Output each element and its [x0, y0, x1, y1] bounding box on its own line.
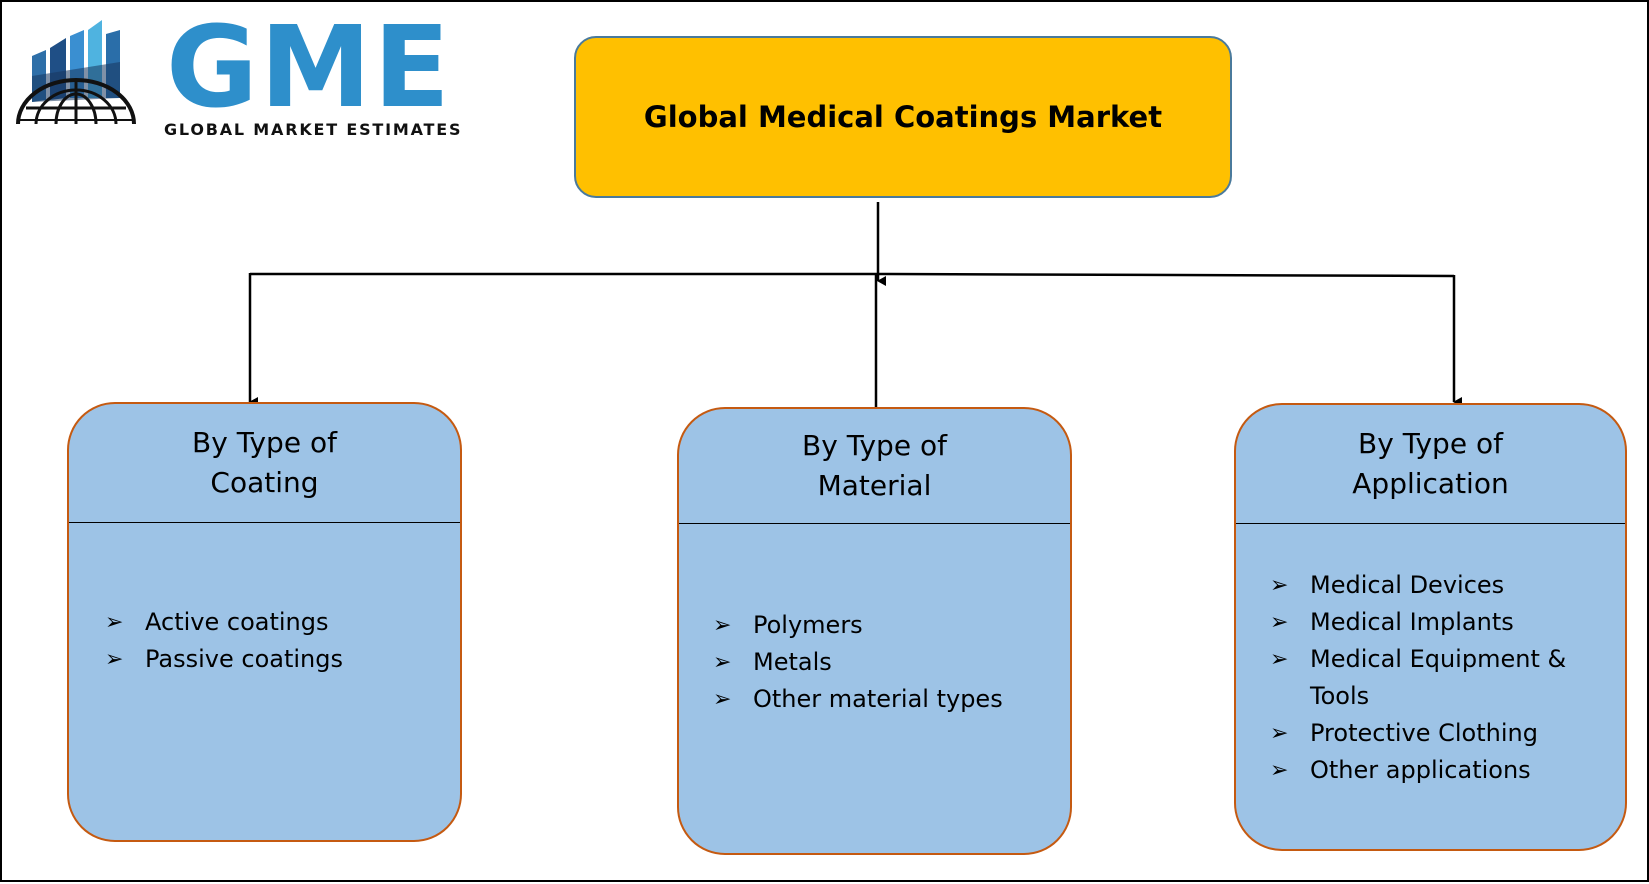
globe-bars-icon	[16, 20, 136, 125]
list-item: ➢Medical Devices	[1270, 567, 1566, 604]
arrow-bullet-icon: ➢	[713, 687, 732, 712]
arrow-bullet-icon: ➢	[1270, 721, 1289, 746]
category-card-header: By Type of Material	[679, 409, 1070, 524]
list-item: ➢Other material types	[713, 681, 1003, 718]
list-item: ➢Medical Implants	[1270, 604, 1566, 641]
category-item-list: ➢Medical Devices ➢Medical Implants ➢Medi…	[1270, 567, 1566, 789]
list-item: ➢Active coatings	[105, 604, 343, 641]
list-item: ➢Other applications	[1270, 752, 1566, 789]
category-card-application: By Type of Application ➢Medical Devices …	[1234, 403, 1627, 851]
logo-tagline: GLOBAL MARKET ESTIMATES	[164, 120, 463, 139]
category-card-header: By Type of Coating	[69, 404, 460, 523]
list-item: ➢Passive coatings	[105, 641, 343, 678]
arrow-bullet-icon: ➢	[105, 610, 124, 635]
logo: GME GLOBAL MARKET ESTIMATES	[16, 3, 486, 139]
arrow-bullet-icon: ➢	[713, 613, 732, 638]
list-item: ➢Medical Equipment &	[1270, 641, 1566, 678]
category-title: By Type of Application	[1352, 427, 1509, 500]
arrow-bullet-icon: ➢	[713, 650, 732, 675]
arrow-bullet-icon: ➢	[1270, 610, 1289, 635]
category-title: By Type of Coating	[192, 426, 337, 499]
list-item: ➢Metals	[713, 644, 1003, 681]
arrow-bullet-icon: ➢	[1270, 573, 1289, 598]
branch-line	[250, 272, 1455, 278]
category-card-header: By Type of Application	[1236, 405, 1625, 524]
root-node-title: Global Medical Coatings Market	[643, 100, 1163, 134]
list-item-continuation: Tools	[1310, 682, 1370, 710]
list-item: ➢Polymers	[713, 607, 1003, 644]
root-node: Global Medical Coatings Market	[574, 36, 1232, 198]
arrow-bullet-icon: ➢	[1270, 647, 1289, 672]
category-item-list: ➢Polymers ➢Metals ➢Other material types	[713, 607, 1003, 718]
category-card-material: By Type of Material ➢Polymers ➢Metals ➢O…	[677, 407, 1072, 855]
category-title: By Type of Material	[802, 429, 947, 502]
logo-wordmark: GME	[166, 3, 452, 133]
list-item: ➢Protective Clothing	[1270, 715, 1566, 752]
arrow-bullet-icon: ➢	[1270, 758, 1289, 783]
category-item-list: ➢Active coatings ➢Passive coatings	[105, 604, 343, 678]
arrow-bullet-icon: ➢	[105, 647, 124, 672]
category-card-coating: By Type of Coating ➢Active coatings ➢Pas…	[67, 402, 462, 842]
